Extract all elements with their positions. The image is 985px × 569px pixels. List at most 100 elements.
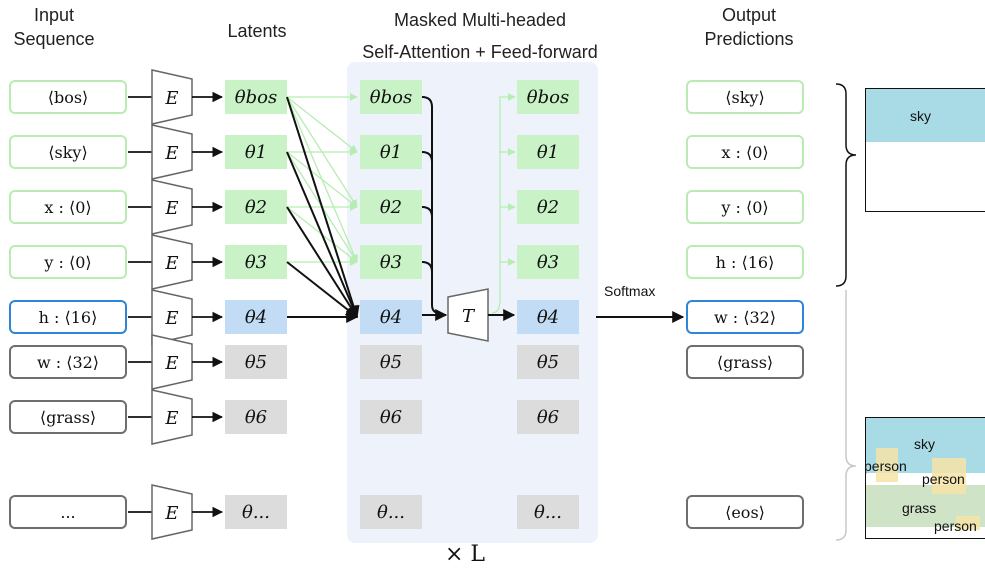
- latent-5: θ5: [225, 345, 287, 379]
- output-token-grass: ⟨grass⟩: [686, 345, 804, 379]
- output-token-w: w : ⟨32⟩: [686, 300, 804, 334]
- attention-header: Masked Multi-headed Self-Attention + Fee…: [310, 8, 650, 64]
- attn-latent-6: θ6: [360, 400, 422, 434]
- grass-label: grass: [902, 500, 937, 516]
- person-label: person: [934, 518, 977, 534]
- encoder-label: E: [164, 88, 178, 109]
- latent-2: θ2: [225, 190, 287, 224]
- person-region: [956, 516, 980, 530]
- attention-link: [286, 206, 358, 319]
- attention-header-line-2: Self-Attention + Feed-forward: [362, 42, 598, 62]
- output-token-h: h : ⟨16⟩: [686, 245, 804, 279]
- latents-header: Latents: [227, 21, 287, 41]
- sequence-brace: [835, 290, 857, 541]
- encoder-label: E: [164, 408, 178, 429]
- bracket-bos: [421, 96, 441, 314]
- repeat-label: × L: [445, 542, 486, 567]
- out-latent-4: θ4: [517, 300, 579, 334]
- encoder-shape: [151, 69, 193, 125]
- output-brace: [835, 83, 857, 287]
- attn-latent-1: θ1: [360, 135, 422, 169]
- transformer-block: T: [447, 288, 489, 342]
- out-latent-5: θ5: [517, 345, 579, 379]
- encoder-label: E: [164, 503, 178, 524]
- layout-canvas-partial: sky: [865, 88, 985, 212]
- input-token-h: h : ⟨16⟩: [9, 300, 127, 334]
- encoder-shape: [151, 124, 193, 180]
- input-token-ellipsis: ...: [9, 495, 127, 529]
- context-link: [286, 96, 358, 153]
- input-header-line-1: Input: [33, 5, 75, 25]
- output-token-y: y : ⟨0⟩: [686, 190, 804, 224]
- input-token-grass: ⟨grass⟩: [9, 400, 127, 434]
- sky-label: sky: [914, 436, 935, 452]
- latent-6: θ6: [225, 400, 287, 434]
- transformer-fanout: [491, 93, 516, 314]
- encoder-shape: [151, 289, 193, 345]
- encoder-shape: [151, 179, 193, 235]
- input-token-sky: ⟨sky⟩: [9, 135, 127, 169]
- attention-links: [286, 96, 360, 323]
- output-token-eos: ⟨eos⟩: [686, 495, 804, 529]
- out-latent-3: θ3: [517, 245, 579, 279]
- encoder-label: E: [164, 143, 178, 164]
- encoder-shape: [151, 334, 193, 390]
- person-label: person: [922, 471, 965, 487]
- out-latent-ellipsis: θ...: [517, 495, 579, 529]
- attention-link: [286, 261, 358, 318]
- context-link: [286, 151, 358, 208]
- aggregation-brackets: [421, 96, 448, 321]
- output-predictions-header: Output Predictions: [694, 3, 804, 51]
- input-token-bos: ⟨bos⟩: [9, 80, 127, 114]
- output-header-line-2: Predictions: [704, 29, 794, 49]
- layout-canvas-full: sky person person grass person: [865, 417, 985, 539]
- input-token-w: w : ⟨32⟩: [9, 345, 127, 379]
- context-links: [286, 93, 358, 266]
- latent-ellipsis: θ...: [225, 495, 287, 529]
- latent-bos: θbos: [225, 80, 287, 114]
- attn-latent-ellipsis: θ...: [360, 495, 422, 529]
- attn-latent-4: θ4: [360, 300, 422, 334]
- transformer-shape: [447, 288, 489, 342]
- attn-latent-5: θ5: [360, 345, 422, 379]
- encoder-group: E E E E E E E E: [128, 69, 224, 540]
- encoder-shape: [151, 484, 193, 540]
- out-latent-1: θ1: [517, 135, 579, 169]
- person-region: [932, 458, 966, 494]
- encoder-shape: [151, 234, 193, 290]
- attn-latent-3: θ3: [360, 245, 422, 279]
- sky-region-label: sky: [910, 107, 931, 124]
- output-token-sky: ⟨sky⟩: [686, 80, 804, 114]
- out-latent-2: θ2: [517, 190, 579, 224]
- out-latent-bos: θbos: [517, 80, 579, 114]
- latent-3: θ3: [225, 245, 287, 279]
- bracket-2: [421, 206, 433, 218]
- output-token-x: x : ⟨0⟩: [686, 135, 804, 169]
- bracket-3: [421, 261, 433, 273]
- softmax-label: Softmax: [604, 283, 656, 299]
- transformer-label: T: [462, 306, 476, 327]
- person-region: [876, 448, 898, 482]
- encoder-label: E: [164, 198, 178, 219]
- input-sequence-header: Input Sequence: [8, 3, 100, 51]
- input-header-line-2: Sequence: [13, 29, 95, 49]
- output-header-line-1: Output: [721, 5, 777, 25]
- bracket-1: [421, 151, 433, 163]
- attn-latent-bos: θbos: [360, 80, 422, 114]
- sky-region: sky: [866, 89, 985, 142]
- person-label: person: [865, 458, 907, 474]
- encoder-label: E: [164, 253, 178, 274]
- out-latent-6: θ6: [517, 400, 579, 434]
- encoder-shape: [151, 389, 193, 445]
- encoder-label: E: [164, 353, 178, 374]
- attention-link: [286, 151, 359, 319]
- input-token-x: x : ⟨0⟩: [9, 190, 127, 224]
- input-token-y: y : ⟨0⟩: [9, 245, 127, 279]
- attention-header-line-1: Masked Multi-headed: [393, 10, 567, 30]
- attn-latent-2: θ2: [360, 190, 422, 224]
- latent-4: θ4: [225, 300, 287, 334]
- attention-link: [286, 96, 360, 319]
- encoder-label: E: [164, 308, 178, 329]
- latent-1: θ1: [225, 135, 287, 169]
